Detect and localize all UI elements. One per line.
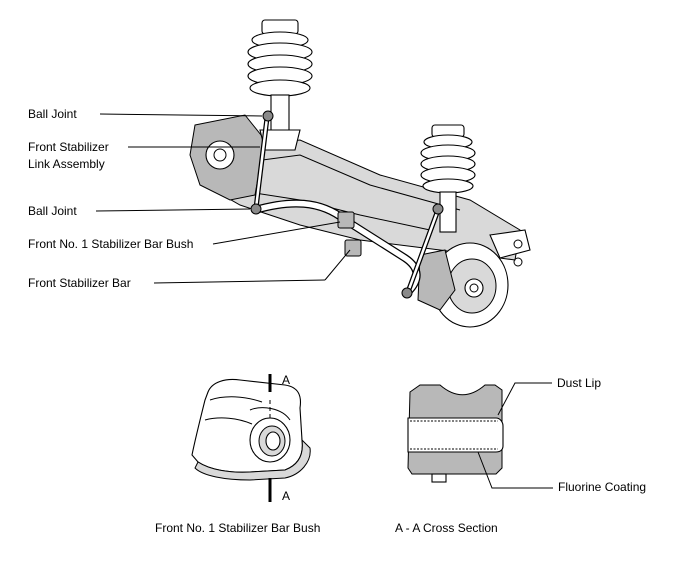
label-stabilizer-bar: Front Stabilizer Bar — [28, 276, 131, 290]
label-fluorine-coating: Fluorine Coating — [558, 480, 646, 494]
left-stabilizer-link — [250, 110, 274, 215]
right-brake-disc — [417, 242, 509, 328]
bar-bush-left — [337, 211, 355, 229]
label-bar-bush: Front No. 1 Stabilizer Bar Bush — [28, 237, 193, 251]
caption-bush: Front No. 1 Stabilizer Bar Bush — [155, 521, 320, 535]
left-coil-spring — [247, 19, 313, 151]
label-dust-lip: Dust Lip — [557, 376, 601, 390]
right-stabilizer-link — [401, 203, 444, 299]
cross-section-view — [407, 384, 504, 483]
bar-bush-right — [344, 239, 362, 257]
label-link-assembly-line1: Front Stabilizer — [28, 140, 109, 154]
label-ball-joint-upper: Ball Joint — [28, 107, 77, 121]
section-marker-top: A — [282, 373, 290, 387]
section-marker-bottom: A — [282, 489, 290, 503]
label-link-assembly-line2: Link Assembly — [28, 157, 105, 171]
caption-cross-section: A - A Cross Section — [395, 521, 498, 535]
bush-detail-view — [191, 378, 311, 481]
cross-section-callouts — [477, 382, 553, 489]
front-suspension-illustration — [189, 19, 531, 328]
label-ball-joint-lower: Ball Joint — [28, 204, 77, 218]
callout-lines — [95, 113, 351, 284]
right-coil-spring — [420, 124, 476, 233]
